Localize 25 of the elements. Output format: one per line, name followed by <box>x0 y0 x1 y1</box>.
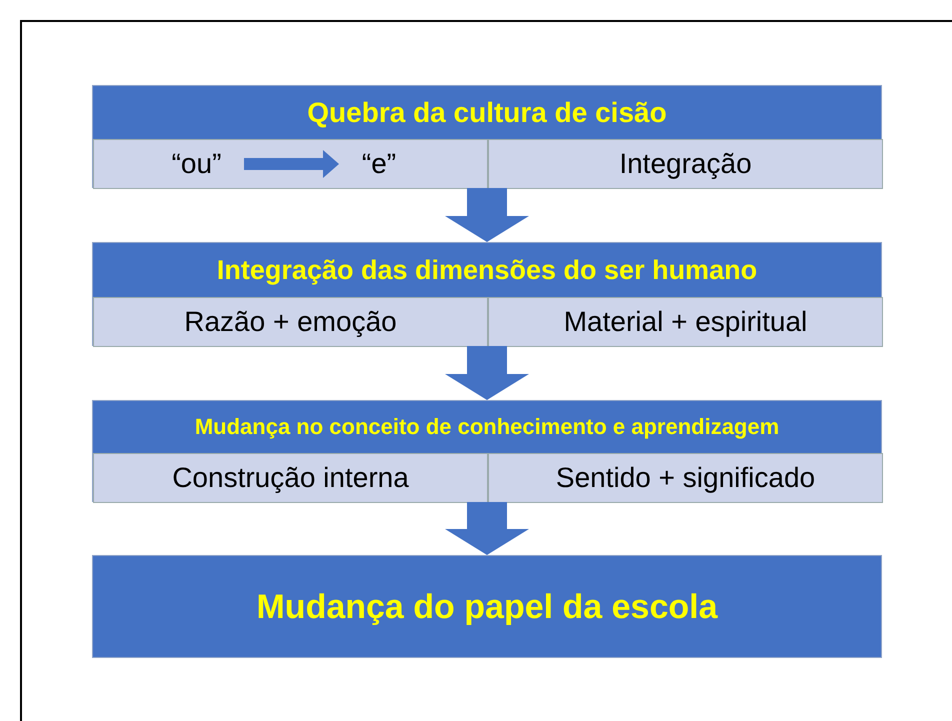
step-panel <box>92 242 882 346</box>
block-arrow <box>445 502 529 555</box>
heading-text: Quebra da cultura de cisão <box>306 96 668 130</box>
word-text: “e” <box>339 140 419 188</box>
cell-text: Construção interna <box>171 461 410 495</box>
block-arrow <box>445 346 529 400</box>
table-cell <box>488 297 883 347</box>
cell-text: Sentido + significado <box>554 461 816 495</box>
step-panel <box>92 555 882 658</box>
step-panel <box>92 85 882 188</box>
table-cell <box>488 139 883 189</box>
heading-text: Integração das dimensões do ser humano <box>216 254 758 287</box>
table-cell <box>488 453 883 503</box>
cell-text: Integração <box>618 147 753 181</box>
table-cell <box>93 139 488 189</box>
word-text: “ou” <box>149 140 244 188</box>
table-cell <box>93 453 488 503</box>
block-arrow <box>244 150 339 178</box>
cell-text: Razão + emoção <box>183 305 398 339</box>
cell-text: Material + espiritual <box>562 305 808 339</box>
block-arrow <box>445 188 529 242</box>
step-panel <box>92 400 882 502</box>
heading-text: Mudança do papel da escola <box>255 587 719 628</box>
table-cell <box>93 297 488 347</box>
heading-text: Mudança no conceito de conhecimento e aprendizagem <box>194 413 780 441</box>
